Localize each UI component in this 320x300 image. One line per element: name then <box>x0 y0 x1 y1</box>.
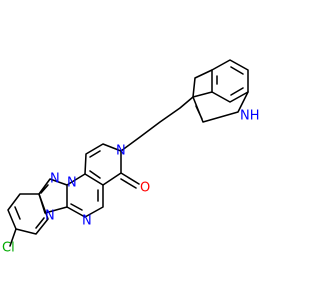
triazole-nitrogen-label-right: N <box>67 176 77 191</box>
indole-benzene-ring <box>211 59 249 103</box>
pyrimidine-ring <box>66 173 104 218</box>
chlorine-label: Cl <box>2 241 15 256</box>
pyrimidine-nitrogen-label: N <box>82 214 92 229</box>
ring-nitrogen-label: N <box>116 144 126 159</box>
nh-label: NH <box>240 109 260 124</box>
chlorophenyl-ring <box>7 193 49 235</box>
bond-lines <box>7 59 249 247</box>
atom-labels: NH N N N N N O Cl <box>2 109 260 256</box>
triazole-nitrogen-label-top: N <box>50 172 60 187</box>
chlorine-bond <box>9 228 17 247</box>
molecule-structure-canvas: NH N N N N N O Cl <box>2 59 260 256</box>
ethyl-linker <box>120 96 194 152</box>
carbonyl-bond <box>120 172 140 189</box>
oxygen-label: O <box>140 181 150 196</box>
indole-pyrrole-ring <box>192 69 249 123</box>
structure-svg: NH N N N N N O Cl <box>2 59 260 256</box>
triazole-nitrogen-label-bottom: N <box>45 209 55 224</box>
